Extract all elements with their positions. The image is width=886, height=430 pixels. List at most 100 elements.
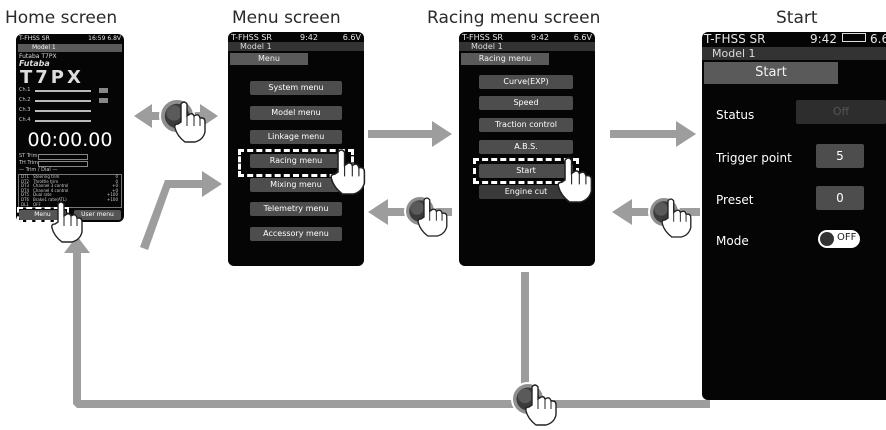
menu-button[interactable]: Menu: [19, 210, 66, 220]
st-trim-bar: [38, 154, 88, 160]
trim-dial-value: +0: [112, 183, 118, 189]
trim-dial-header: — Trim / Dial —: [19, 167, 58, 173]
arrow-racing-to-start: [610, 121, 696, 147]
racing-status-time: 9:42: [531, 33, 549, 42]
racing-menu-item[interactable]: Speed: [479, 96, 573, 110]
trim-dial-label: Brake1 rate(ATL): [33, 196, 67, 202]
racing-menu-item[interactable]: A.B.S.: [479, 140, 573, 154]
start-status-voltage: 6.6: [870, 32, 886, 46]
menu-item[interactable]: Racing menu: [250, 154, 342, 168]
racing-menu-screen: T-FHSS SR 9:42 6.6V Model 1 Racing menu …: [459, 32, 595, 266]
th-trim-label: TH Trim: [19, 160, 39, 166]
caption-menu-screen: Menu screen: [232, 8, 341, 28]
status-value[interactable]: Off: [796, 100, 886, 124]
menu-status-bar: T-FHSS SR 9:42 6.6V: [228, 32, 364, 44]
racing-menu-item[interactable]: Traction control: [479, 118, 573, 132]
mode-label: Mode: [716, 234, 749, 248]
racing-menu-item[interactable]: Engine cut: [479, 185, 573, 199]
menu-status-voltage: 6.6V: [342, 33, 361, 42]
channel-row: Ch.2: [19, 97, 121, 107]
channel-label: Ch.4: [19, 117, 31, 123]
racing-model-bar: Model 1: [459, 42, 595, 51]
caption-home-screen: Home screen: [5, 8, 118, 28]
menu-item[interactable]: Accessory menu: [250, 227, 342, 241]
trim-dial-label: Steering trim: [33, 174, 60, 179]
mode-toggle-label: OFF: [837, 232, 857, 243]
th-trim-bar: [38, 161, 88, 167]
hand-pointer-icon: [661, 198, 692, 238]
channel-bar: [35, 110, 91, 112]
channel-bar: [35, 90, 91, 92]
preset-label: Preset: [716, 193, 754, 207]
trim-dial-code: DT2: [21, 178, 30, 184]
trim-dial-label: Dual rate: [33, 192, 52, 198]
menu-model-bar: Model 1: [228, 42, 364, 51]
trim-dial-code: DL1: [21, 201, 29, 207]
start-screen: T-FHSS SR 9:42 6.6 Model 1 Start Status …: [702, 32, 886, 400]
racing-status-voltage: 6.6V: [573, 33, 592, 42]
home-timer: 00:00.00: [27, 129, 113, 151]
trim-dial-label: Channel 4 control: [33, 187, 69, 193]
preset-value[interactable]: 0: [816, 186, 864, 210]
menu-title: Menu: [230, 53, 308, 65]
hand-pointer-icon: [174, 101, 206, 143]
home-model-bar: Model 1: [18, 44, 122, 52]
menu-item[interactable]: Telemetry menu: [250, 202, 342, 216]
trim-dial-code: DT5: [21, 192, 30, 198]
arrow-menu-to-racing: [368, 121, 452, 147]
channel-bar: [35, 100, 91, 102]
trigger-point-label: Trigger point: [716, 151, 792, 165]
start-title: Start: [704, 62, 838, 84]
toggle-knob: [820, 232, 834, 246]
trim-dial-code: DT1: [21, 174, 30, 179]
menu-status-left: T-FHSS SR: [231, 33, 272, 42]
trim-dial-code: DT3: [21, 183, 30, 189]
user-menu-button[interactable]: User menu: [74, 210, 121, 220]
menu-item[interactable]: Mixing menu: [250, 178, 342, 192]
racing-menu-item[interactable]: Curve(EXP): [479, 75, 573, 89]
trim-dial-label: OFF: [33, 201, 41, 207]
menu-item[interactable]: Model menu: [250, 106, 342, 120]
home-status-bar: T-FHSS SR 16:59 6.8V: [16, 34, 124, 45]
status-label: Status: [716, 108, 755, 122]
channel-row: Ch.3: [19, 107, 121, 117]
trim-dial-code: DT6: [21, 196, 30, 202]
racing-menu-item[interactable]: Start: [479, 164, 573, 178]
channel-indicator: [99, 88, 108, 93]
menu-item[interactable]: System menu: [250, 81, 342, 95]
trim-dial-label: Channel 3 control: [33, 183, 69, 189]
caption-start-screen: Start: [776, 8, 818, 28]
mode-toggle[interactable]: OFF: [818, 230, 860, 248]
arrow-menu-branch-to-home: [140, 171, 222, 250]
caption-racing-menu-screen: Racing menu screen: [427, 8, 601, 28]
home-brand-line: Futaba T7PX: [19, 53, 57, 60]
racing-status-left: T-FHSS SR: [462, 33, 503, 42]
start-status-time: 9:42: [810, 32, 837, 46]
trim-dial-value: +0: [112, 187, 118, 193]
menu-item[interactable]: Linkage menu: [250, 130, 342, 144]
channel-row: Ch.4: [19, 117, 121, 127]
home-status-left: T-FHSS SR: [19, 35, 50, 42]
home-model-name: T7PX: [20, 67, 84, 88]
hand-pointer-icon: [525, 384, 557, 426]
menu-screen: T-FHSS SR 9:42 6.6V Model 1 Menu System …: [228, 32, 364, 266]
home-status-right: 16:59 6.8V: [88, 35, 121, 42]
battery-icon: [842, 33, 866, 42]
start-status-left: T-FHSS SR: [704, 32, 766, 46]
hand-pointer-icon: [557, 157, 593, 203]
racing-menu-title: Racing menu: [461, 53, 549, 65]
home-screen: T-FHSS SR 16:59 6.8V Model 1 Futaba T7PX…: [16, 34, 124, 222]
channel-list: Ch.1 Ch.2 Ch.3 Ch.4: [19, 87, 121, 127]
trim-dial-row: DL1 OFF: [19, 201, 121, 208]
channel-label: Ch.2: [19, 97, 31, 103]
trim-dial-code: DT4: [21, 187, 30, 193]
trigger-point-value[interactable]: 5: [816, 144, 864, 168]
channel-bar: [35, 120, 91, 122]
futaba-logo: Futaba: [19, 59, 50, 68]
start-status-bar: T-FHSS SR 9:42 6.6: [702, 32, 886, 46]
racing-menu-highlight: [238, 149, 354, 177]
channel-label: Ch.1: [19, 87, 31, 93]
